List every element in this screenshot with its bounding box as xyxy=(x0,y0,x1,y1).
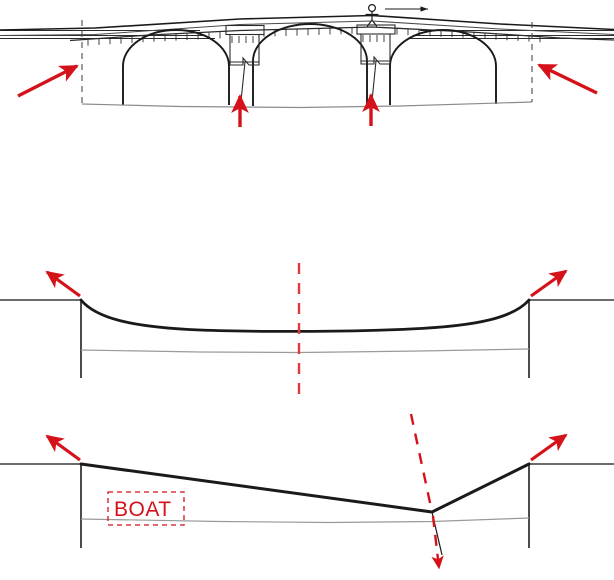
bridge-arch-centre xyxy=(252,23,368,106)
bridge-arch-left xyxy=(122,29,230,105)
sagging-cable-profile xyxy=(79,298,531,333)
bridge-parapet-bottom xyxy=(0,20,614,36)
boat-callout-box xyxy=(107,491,185,526)
abutment-thrust-arrow-left xyxy=(17,64,79,98)
panel-sagging-cable xyxy=(0,263,614,400)
sagging-waterline xyxy=(80,348,530,354)
abutment-thrust-arrow-right xyxy=(537,63,598,95)
reaction-arrow-left-boat xyxy=(45,434,81,462)
panel-boat-impact: BOAT xyxy=(0,413,614,570)
impact-load-line-upper xyxy=(409,413,434,513)
panel-bridge xyxy=(0,3,614,127)
reaction-arrow-right-sag xyxy=(530,269,568,298)
bridge-arch-right xyxy=(389,29,497,105)
bridge-waterline xyxy=(81,101,533,109)
bridge-pier-left xyxy=(225,24,265,107)
bridge-parapet-top xyxy=(0,14,614,31)
impact-load-arrow xyxy=(431,515,444,570)
reaction-arrow-right-boat xyxy=(530,433,568,462)
boat-callout-label: BOAT xyxy=(114,498,172,521)
reaction-arrow-left-sag xyxy=(45,270,81,298)
boat-waterline xyxy=(80,517,530,524)
